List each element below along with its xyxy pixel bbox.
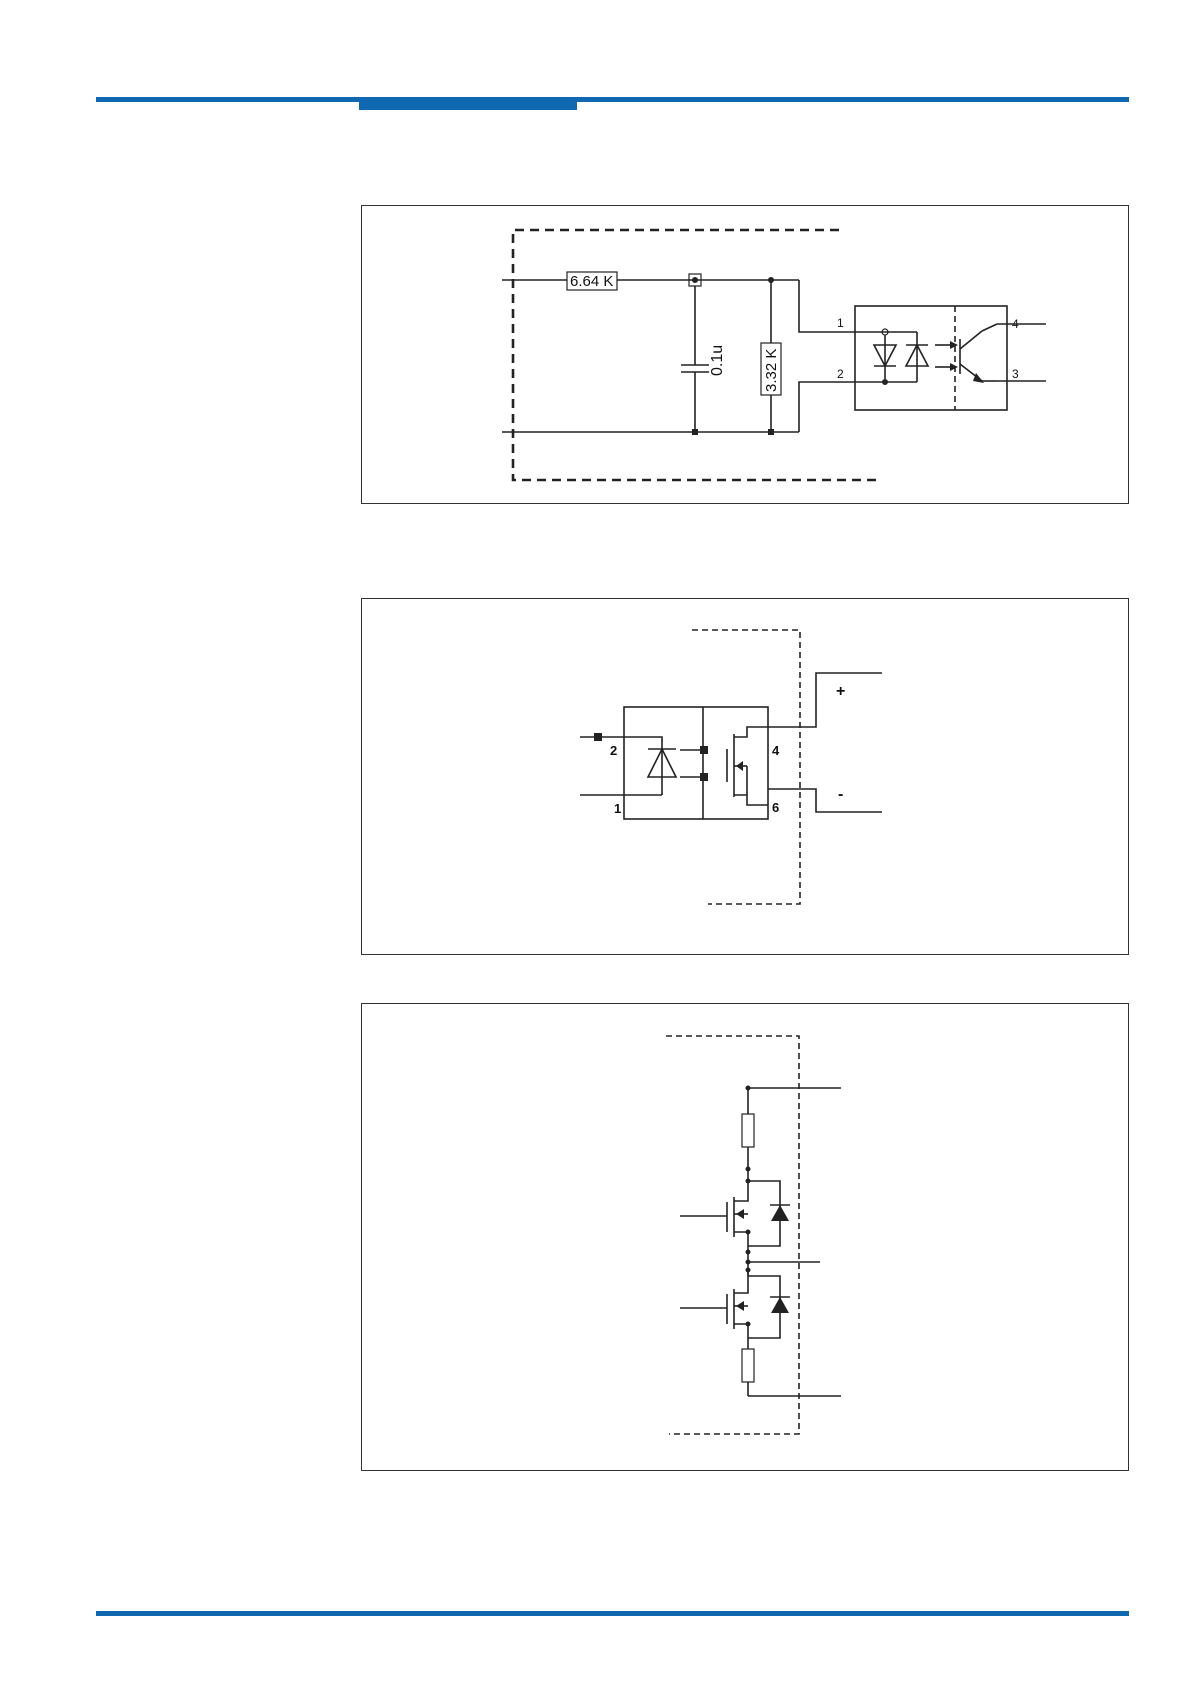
footer-rule: [96, 1611, 1129, 1616]
resistor-bottom: [742, 1349, 754, 1382]
schematic-3: [362, 1004, 1130, 1472]
pin-2: 2: [837, 367, 844, 381]
figure-2-output-circuit: 2 1 4 6 + -: [361, 598, 1129, 955]
pin-6: 6: [772, 800, 779, 815]
pin-4: 4: [772, 743, 780, 758]
pin-1: 1: [837, 316, 844, 330]
figure-3-pushpull-stage: [361, 1003, 1129, 1471]
resistor-label-2: 3.32 K: [763, 349, 780, 392]
plus-label: +: [836, 683, 845, 700]
header-rule-right: [577, 97, 1129, 102]
schematic-2: 2 1 4 6 + -: [362, 599, 1130, 956]
resistor-top: [742, 1114, 754, 1147]
dashed-boundary: [692, 630, 800, 904]
pin-3: 3: [1012, 367, 1019, 381]
pin-2: 2: [610, 743, 617, 758]
diode-upper-icon: [771, 1205, 789, 1221]
minus-label: -: [838, 786, 843, 803]
header-rule-left: [96, 97, 359, 102]
schematic-1: 6.64 K 0.1u 3.32 K 1 2 4 3: [362, 206, 1130, 505]
header-rule-tab: [359, 97, 577, 110]
diode-lower-icon: [771, 1297, 789, 1313]
figure-1-input-circuit: 6.64 K 0.1u 3.32 K 1 2 4 3: [361, 205, 1129, 504]
capacitor-label: 0.1u: [709, 345, 726, 376]
pin-1: 1: [614, 801, 621, 816]
optocoupler-box: [855, 306, 1007, 410]
resistor-label-1: 6.64 K: [570, 273, 613, 290]
dashed-boundary: [666, 1036, 799, 1434]
